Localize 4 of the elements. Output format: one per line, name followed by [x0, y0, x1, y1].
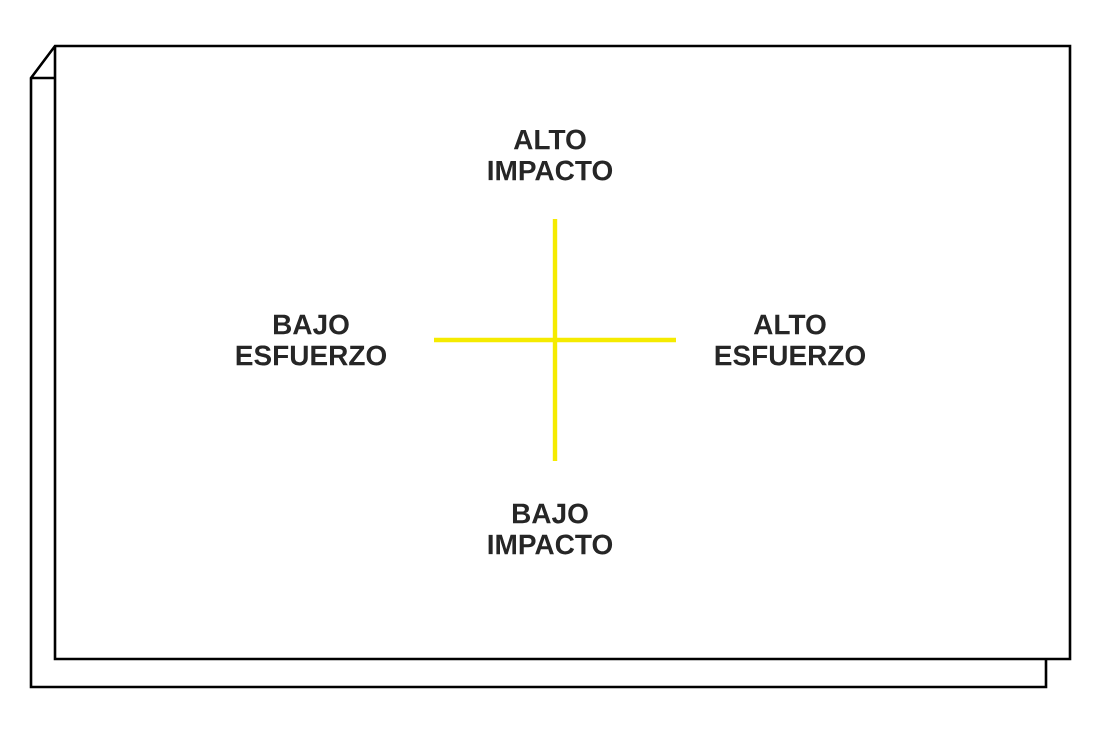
axis-label: BAJO ESFUERZO — [236, 314, 387, 366]
axis-label: BAJO IMPACTO — [488, 503, 613, 555]
axis-label: ALTO ESFUERZO — [715, 314, 866, 366]
axis-label: ALTO IMPACTO — [488, 129, 613, 181]
